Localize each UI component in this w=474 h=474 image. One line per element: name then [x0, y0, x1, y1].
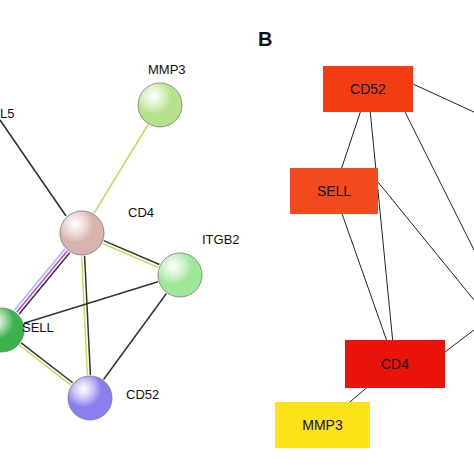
- edge-stroke: [350, 388, 367, 402]
- gene-name: MMP3: [302, 417, 342, 433]
- interaction-edge: [24, 282, 158, 323]
- hub-gene-box: SELL: [290, 168, 378, 214]
- edge-stroke: [82, 256, 88, 375]
- node-circle: [157, 252, 203, 298]
- hub-gene-box: CD4: [345, 340, 445, 388]
- edge-stroke: [14, 249, 65, 311]
- edge-stroke: [104, 294, 167, 380]
- edge-stroke: [24, 282, 158, 323]
- protein-node: CD4: [59, 210, 105, 256]
- interaction-edge: [94, 125, 148, 214]
- hub-gene-box: MMP3: [275, 402, 370, 448]
- protein-name: CD52: [126, 387, 159, 402]
- protein-node: MMP3: [137, 82, 183, 128]
- interaction-edge: [342, 112, 361, 168]
- protein-name: ITGB2: [202, 232, 240, 247]
- edge-stroke: [21, 343, 73, 383]
- node-circle: [0, 307, 25, 353]
- protein-node: ITGB2: [157, 252, 203, 298]
- cropped-node-name: L5: [0, 106, 14, 121]
- interaction-edge: [104, 294, 167, 380]
- node-fill: [0, 308, 24, 352]
- network-edge-offpage: [405, 112, 474, 250]
- protein-name: MMP3: [148, 62, 186, 77]
- protein-name: CD4: [128, 205, 154, 220]
- protein-node: CD52: [67, 375, 113, 421]
- interaction-edge: [342, 214, 386, 340]
- interaction-edge: [370, 112, 392, 340]
- node-fill: [158, 253, 202, 297]
- network-edge-offpage: [413, 84, 474, 112]
- interaction-edge: [19, 343, 72, 385]
- edge-stroke: [342, 112, 361, 168]
- panel-letter: B: [258, 28, 272, 51]
- network-edge-offpage: [445, 330, 474, 352]
- edge-stroke: [342, 214, 386, 340]
- gene-name: CD4: [381, 356, 409, 372]
- node-fill: [138, 83, 182, 127]
- node-fill: [68, 376, 112, 420]
- protein-node: SELL: [0, 307, 25, 353]
- node-circle: [137, 82, 183, 128]
- edge-stroke: [103, 243, 159, 267]
- protein-name: SELL: [22, 320, 54, 335]
- network-edge-offpage: [378, 182, 474, 300]
- edge-stroke: [19, 345, 71, 385]
- network-edge-offpage: [0, 120, 66, 216]
- edge-stroke: [94, 125, 148, 214]
- edge-stroke: [17, 251, 68, 313]
- edge-stroke: [104, 241, 160, 265]
- interaction-edge: [82, 256, 91, 375]
- interaction-edge: [103, 241, 160, 268]
- hub-gene-box: CD52: [323, 66, 413, 112]
- node-circle: [67, 375, 113, 421]
- gene-name: SELL: [317, 183, 351, 199]
- interaction-edge: [14, 249, 69, 314]
- edge-stroke: [85, 256, 91, 375]
- node-circle: [59, 210, 105, 256]
- gene-name: CD52: [350, 81, 386, 97]
- edge-stroke: [19, 253, 70, 315]
- edge-stroke: [370, 112, 392, 340]
- interaction-edge: [350, 388, 367, 402]
- node-fill: [60, 211, 104, 255]
